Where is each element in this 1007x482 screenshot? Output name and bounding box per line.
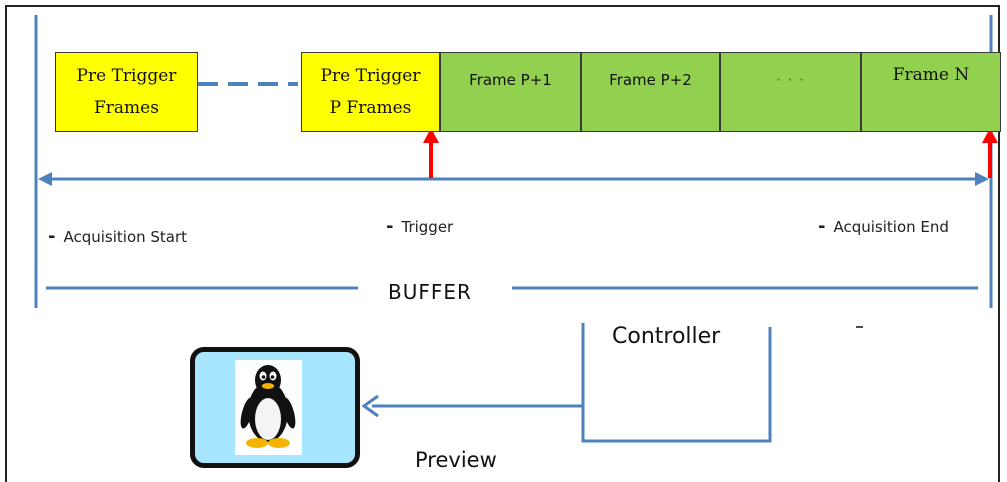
- preview-arrowhead: [361, 394, 379, 418]
- trigger-text: Trigger: [401, 218, 454, 236]
- trigger-arrowhead: [423, 128, 439, 143]
- pre-trigger-p-frames-box: Pre Trigger P Frames: [301, 52, 440, 132]
- frame-n-box: Frame N: [861, 52, 1001, 132]
- bullet-mark: -: [386, 216, 394, 237]
- bullet-mark: -: [818, 216, 826, 237]
- timeline-arrowhead-right: [975, 172, 989, 186]
- acquisition-end-label: -Acquisition End: [818, 216, 949, 237]
- frame-p2-box: Frame P+2: [581, 52, 720, 132]
- acquisition-start-label: -Acquisition Start: [48, 226, 187, 247]
- buffer-label: BUFFER: [388, 280, 472, 304]
- frame-ellipsis-box: · · ·: [720, 52, 861, 132]
- controller-label: Controller: [612, 324, 721, 349]
- pre-trigger-frames-box: Pre Trigger Frames: [55, 52, 198, 132]
- trigger-label: -Trigger: [386, 216, 453, 237]
- bullet-mark: -: [48, 226, 56, 247]
- figure-border: [5, 5, 1000, 482]
- controller-box: [581, 323, 772, 443]
- frame-p1-box: Frame P+1: [440, 52, 581, 132]
- acquisition-end-text: Acquisition End: [833, 218, 949, 236]
- preview-label: Preview: [415, 448, 497, 472]
- timeline-arrowhead-left: [38, 172, 52, 186]
- acquisition-start-text: Acquisition Start: [63, 228, 188, 246]
- end-arrowhead: [982, 128, 998, 143]
